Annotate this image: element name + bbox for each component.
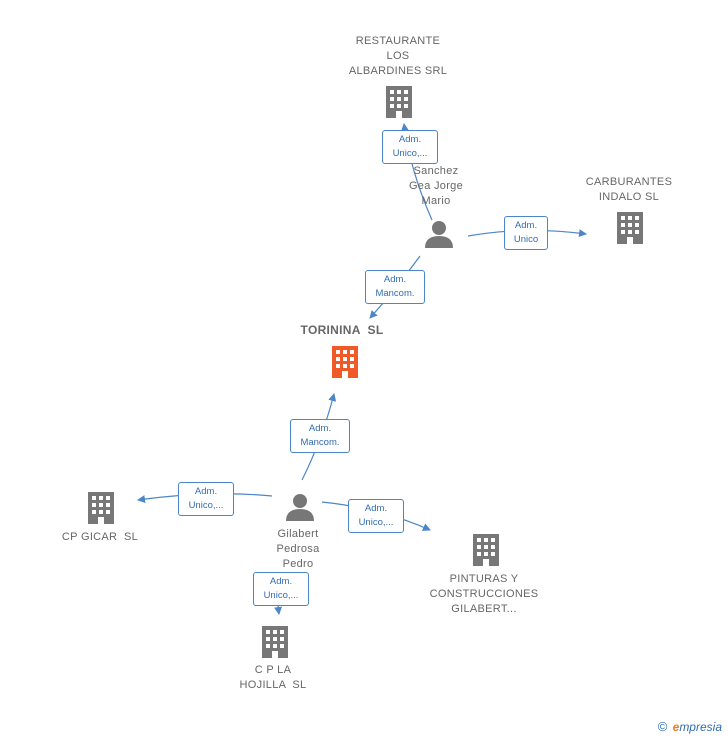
- node-label-gilbert[interactable]: Gilabert Pedrosa Pedro: [276, 528, 320, 570]
- edge-label-sanchez-restaurante[interactable]: Adm. Unico,...: [382, 130, 438, 164]
- edge-label-gilbert-cpgicar[interactable]: Adm. Unico,...: [178, 482, 234, 516]
- edge-label-line1: Adm.: [364, 503, 388, 514]
- cplahojilla-building-icon[interactable]: [262, 626, 288, 658]
- edge-label-gilbert-torinina[interactable]: Adm. Mancom.: [290, 419, 350, 453]
- brand-name: mpresia: [679, 720, 722, 734]
- node-label-carburantes[interactable]: CARBURANTES INDALO SL: [585, 176, 673, 203]
- edge-label-line2: Unico,...: [358, 517, 394, 528]
- edge-label-line2: Mancom.: [375, 288, 415, 299]
- node-label-cpgicar[interactable]: CP GICAR SL: [61, 531, 139, 543]
- pinturas-building-icon[interactable]: [473, 534, 499, 566]
- edge-label-line1: Adm.: [308, 423, 332, 434]
- node-label-torinina[interactable]: TORININA SL: [300, 323, 384, 337]
- edge-label-line2: Unico,...: [263, 590, 299, 601]
- edge-label-line1: Adm.: [269, 576, 293, 587]
- brand-initial: e: [672, 720, 680, 734]
- node-label-pinturas[interactable]: PINTURAS Y CONSTRUCCIONES GILABERT...: [429, 573, 539, 615]
- edge-label-gilbert-pinturas[interactable]: Adm. Unico,...: [348, 499, 404, 533]
- copyright-icon: ©: [657, 719, 668, 734]
- gilbert-person-icon[interactable]: [286, 494, 314, 521]
- edge-label-line2: Unico,...: [188, 500, 224, 511]
- carburantes-building-icon[interactable]: [617, 212, 643, 244]
- empresia-brand[interactable]: © empresia: [658, 719, 722, 734]
- node-label-cplahojilla[interactable]: C P LA HOJILLA SL: [239, 664, 307, 691]
- edge-label-sanchez-torinina[interactable]: Adm. Mancom.: [365, 270, 425, 304]
- sanchez-person-icon[interactable]: [425, 221, 453, 248]
- edge-label-gilbert-cplahojilla[interactable]: Adm. Unico,...: [253, 572, 309, 606]
- edge-label-line1: Adm.: [514, 220, 538, 231]
- restaurante-building-icon[interactable]: [386, 86, 412, 118]
- node-label-restaurante[interactable]: RESTAURANTE LOS ALBARDINES SRL: [348, 35, 448, 77]
- edge-label-line1: Adm.: [398, 134, 422, 145]
- edge-label-line2: Unico: [513, 234, 539, 245]
- edge-label-sanchez-carburantes[interactable]: Adm. Unico: [504, 216, 548, 250]
- edge-label-line1: Adm.: [194, 486, 218, 497]
- node-label-sanchez[interactable]: Sanchez Gea Jorge Mario: [408, 165, 464, 207]
- torinina-building-icon[interactable]: [332, 346, 358, 378]
- cpgicar-building-icon[interactable]: [88, 492, 114, 524]
- edge-label-line2: Mancom.: [300, 437, 340, 448]
- edge-label-line1: Adm.: [383, 274, 407, 285]
- edge-label-line2: Unico,...: [392, 148, 428, 159]
